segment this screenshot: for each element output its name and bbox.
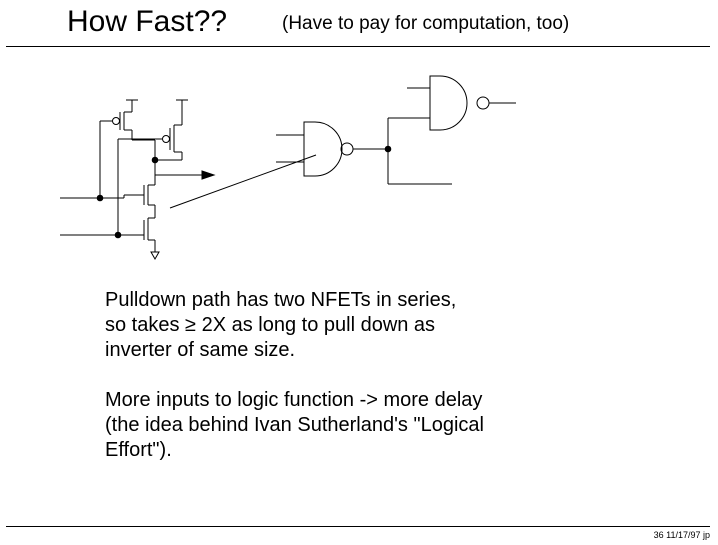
pointer-line [169,154,317,209]
nand-gate-1 [276,121,388,177]
paragraph-logical-effort: More inputs to logic function -> more de… [105,389,484,461]
slide-title: How Fast?? [67,5,228,38]
slide-subtitle: (Have to pay for computation, too) [282,13,570,34]
slide-footer: 36 11/17/97 jp [653,530,710,540]
transistor-schematic [60,99,216,261]
title-divider [6,46,710,47]
footer-divider [6,526,710,527]
paragraph-pulldown: Pulldown path has two NFETs in series, s… [105,289,457,361]
nand-gate-2 [384,75,516,185]
